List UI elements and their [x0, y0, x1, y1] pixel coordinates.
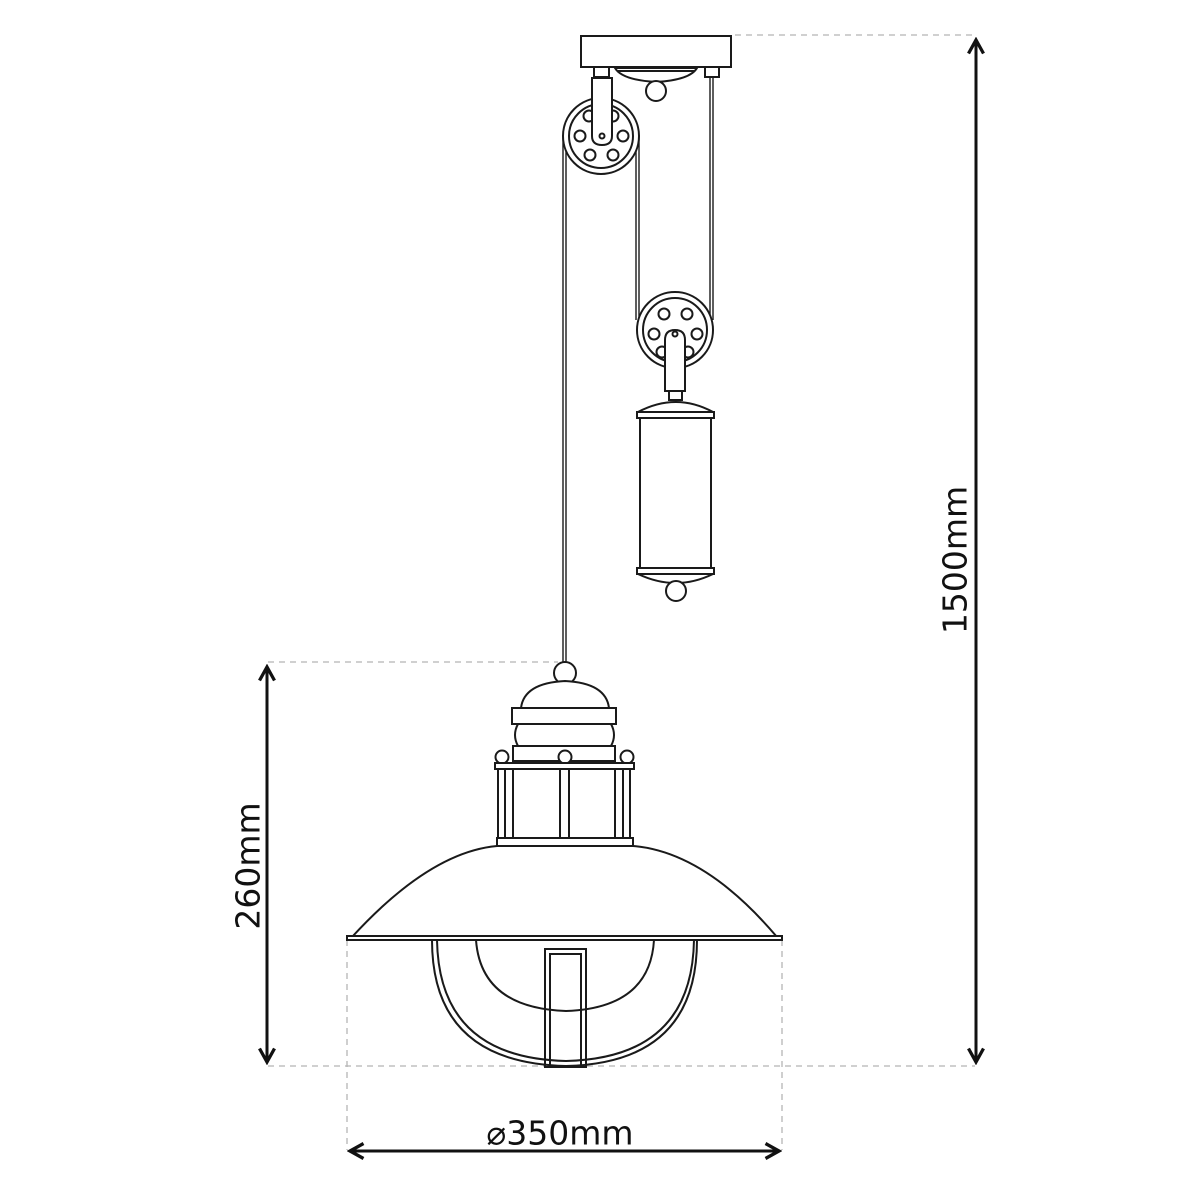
diameter-symbol-icon: ⌀ — [486, 1113, 507, 1153]
shade-diameter-label: ⌀350mm — [486, 1117, 633, 1150]
glass-globe — [431, 939, 698, 1068]
lamp-crown — [511, 661, 617, 762]
dimension-lines — [267, 40, 976, 1151]
guide-lines — [268, 34, 975, 1150]
cables — [562, 77, 714, 665]
counterweight — [636, 390, 715, 602]
shade-diameter-value: 350mm — [506, 1113, 634, 1153]
ceiling-canopy — [580, 35, 732, 102]
lamp-shade — [346, 845, 783, 941]
wire-guard — [544, 948, 587, 1068]
shade-height-label: 260mm — [228, 802, 268, 930]
total-height-label: 1500mm — [935, 485, 975, 635]
lower-pulley — [636, 291, 714, 392]
lamp-cage — [494, 749, 635, 847]
upper-pulley — [562, 77, 640, 175]
